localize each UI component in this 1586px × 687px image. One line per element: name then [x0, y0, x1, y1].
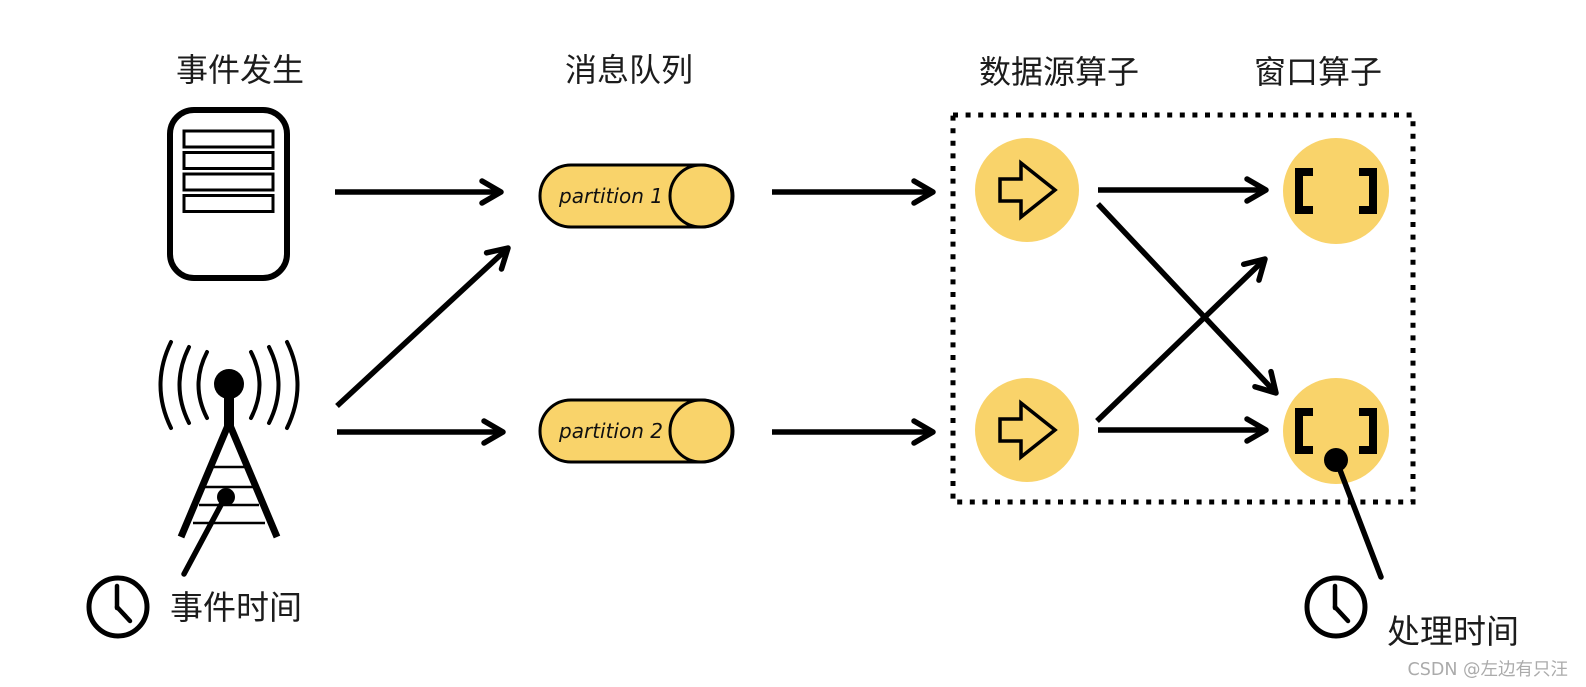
window-brackets-icon [1295, 408, 1377, 454]
clock-icon [1304, 575, 1368, 639]
processing-time-label: 处理时间 [1387, 612, 1519, 651]
partition-1-node: partition 1 [538, 163, 735, 229]
clock-icon [86, 575, 150, 639]
arrow-tower-to-partition1 [335, 245, 511, 409]
flow-arrows [335, 176, 1279, 446]
partition-2-node: partition 2 [538, 398, 735, 464]
right-arrow-icon [998, 159, 1058, 221]
window-operator-bottom-node [1283, 378, 1389, 580]
right-arrow-icon [998, 399, 1058, 461]
arrow-source2-to-window1 [1095, 256, 1268, 423]
processing-time-callout-line [1337, 467, 1384, 580]
source-operator-bottom-node [975, 378, 1079, 482]
radio-tower-icon [158, 340, 300, 577]
watermark: CSDN @左边有只汪 [1408, 660, 1568, 680]
operator-box [950, 112, 1416, 505]
partition-2-label: partition 2 [558, 419, 663, 443]
arrow-source1-to-window2 [1095, 202, 1279, 396]
processing-time-annotation: 处理时间 [1304, 575, 1519, 651]
event-source-label: 事件发生 [176, 51, 304, 89]
event-time-callout-line [181, 500, 225, 577]
source-operator-label: 数据源算子 [979, 53, 1139, 91]
event-time-label: 事件时间 [170, 588, 302, 627]
window-brackets-icon [1295, 168, 1377, 214]
source-operator-top-node [975, 138, 1079, 242]
message-queue-label: 消息队列 [565, 51, 693, 89]
server-icon [167, 107, 290, 281]
partition-1-label: partition 1 [558, 184, 663, 208]
processing-time-marker-dot [1324, 448, 1348, 472]
window-operator-label: 窗口算子 [1254, 53, 1382, 91]
window-operator-top-node [1283, 138, 1389, 244]
event-time-annotation: 事件时间 [86, 575, 302, 639]
